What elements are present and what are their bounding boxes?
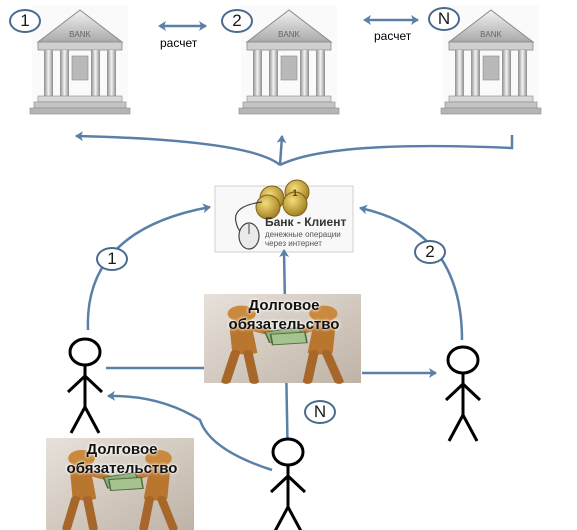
computer-mouse-icon: [238, 222, 260, 250]
bank-1-sign: BANK: [69, 30, 91, 39]
debt-label-upper-line2: обязательство: [228, 316, 340, 333]
bank-n-badge: N: [428, 7, 460, 31]
person-2-to-client-arrow: [359, 204, 464, 341]
debt-label-lower-line2: обязательство: [66, 460, 178, 477]
person-2-figure: [444, 345, 482, 443]
bank-2-sign: BANK: [278, 30, 300, 39]
bank-client-title: Банк - Клиент: [265, 215, 347, 229]
debt-label-lower: Долговое обязательство: [54, 440, 190, 478]
bank-client-subtitle-line1: денежные операции: [265, 230, 341, 239]
person-n-figure: [269, 437, 307, 530]
client-to-bank-2-arrow: [276, 135, 287, 166]
bank-1-building: [29, 4, 131, 116]
path-badge-bottom: N: [304, 400, 336, 424]
bank-client-subtitle-line2: через интернет: [265, 239, 322, 248]
bank-1-badge: 1: [9, 9, 41, 33]
bank-2-building: [238, 4, 340, 116]
settlement-label-2-n: расчет: [374, 29, 412, 43]
person-1-figure: [66, 337, 104, 435]
bank-client-panel: [214, 179, 354, 253]
path-badge-right: 2: [414, 240, 446, 264]
bank-n-sign: BANK: [480, 30, 502, 39]
path-badge-left: 1: [96, 247, 128, 271]
person-n-to-person-1-arrow: [107, 390, 273, 472]
bank-2-badge: 2: [221, 9, 253, 33]
client-to-bank-n-arrow: [279, 135, 514, 167]
client-to-bank-1-arrow: [75, 131, 281, 166]
debt-label-upper-line1: Долговое: [248, 297, 320, 314]
debt-label-lower-line1: Долговое: [86, 441, 158, 458]
bank-client-coin-mark: 1: [292, 188, 297, 198]
settlement-label-1-2: расчет: [160, 36, 198, 50]
debt-label-upper: Долговое обязательство: [214, 296, 354, 334]
